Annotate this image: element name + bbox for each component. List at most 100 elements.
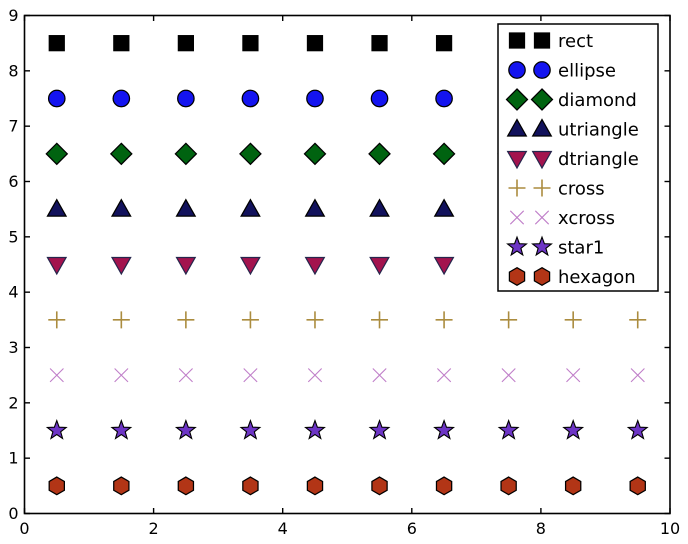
star1-marker bbox=[626, 418, 649, 440]
cross-marker bbox=[435, 311, 453, 329]
series-xcross bbox=[49, 368, 645, 383]
hexagon-marker bbox=[113, 476, 130, 496]
legend-entry-star1: star1 bbox=[506, 235, 604, 259]
legend-xcross-marker bbox=[534, 210, 550, 225]
utriangle-marker bbox=[240, 198, 261, 217]
legend-label: dtriangle bbox=[558, 149, 639, 170]
legend-rect-marker bbox=[533, 32, 551, 49]
rect-marker bbox=[113, 35, 130, 52]
legend-xcross-marker bbox=[509, 210, 525, 225]
cross-marker bbox=[241, 311, 259, 329]
utriangle-marker bbox=[110, 198, 132, 217]
y-tick-label: 7 bbox=[8, 117, 18, 136]
legend-hexagon-marker bbox=[533, 266, 551, 287]
legend-entry-rect: rect bbox=[508, 31, 593, 52]
rect-marker bbox=[371, 35, 388, 52]
legend-entry-diamond: diamond bbox=[505, 88, 637, 111]
legend-entry-xcross: xcross bbox=[509, 208, 615, 229]
xcross-marker bbox=[243, 368, 258, 383]
x-tick-label: 6 bbox=[407, 519, 417, 538]
x-tick-label: 4 bbox=[278, 519, 288, 538]
rect-marker bbox=[48, 35, 65, 52]
rect-marker bbox=[306, 35, 324, 52]
legend-label: cross bbox=[558, 179, 605, 200]
ellipse-marker bbox=[241, 89, 260, 108]
series-cross bbox=[48, 311, 647, 329]
legend-ellipse-marker bbox=[533, 61, 551, 79]
ellipse-marker bbox=[112, 89, 131, 108]
legend-label: utriangle bbox=[558, 120, 639, 141]
legend-label: xcross bbox=[558, 208, 615, 229]
star1-marker bbox=[110, 418, 133, 440]
diamond-marker bbox=[45, 142, 69, 166]
y-tick-label: 6 bbox=[8, 172, 18, 191]
dtriangle-marker bbox=[46, 256, 68, 276]
diamond-marker bbox=[174, 142, 198, 166]
xcross-marker bbox=[436, 368, 452, 383]
x-tick-label: 10 bbox=[660, 519, 680, 538]
y-tick-label: 4 bbox=[8, 283, 18, 302]
dtriangle-marker bbox=[110, 256, 132, 276]
diamond-marker bbox=[109, 142, 133, 166]
cross-marker bbox=[177, 311, 195, 329]
y-tick-label: 8 bbox=[8, 61, 18, 80]
cross-marker bbox=[48, 311, 66, 329]
star1-marker bbox=[562, 418, 585, 440]
legend-label: star1 bbox=[558, 238, 604, 259]
xcross-marker bbox=[49, 368, 64, 383]
legend-cross-marker bbox=[508, 179, 526, 197]
legend-diamond-marker bbox=[530, 88, 554, 111]
star1-marker bbox=[304, 418, 326, 440]
y-tick-label: 3 bbox=[8, 338, 18, 357]
hexagon-marker bbox=[500, 476, 517, 496]
xcross-marker bbox=[372, 368, 387, 383]
legend-entry-utriangle: utriangle bbox=[506, 118, 639, 141]
legend-entry-hexagon: hexagon bbox=[508, 266, 636, 288]
xcross-marker bbox=[566, 368, 581, 383]
legend-star1-marker bbox=[506, 235, 528, 257]
hexagon-marker bbox=[177, 476, 195, 496]
legend-dtriangle-marker bbox=[531, 150, 553, 170]
legend-utriangle-marker bbox=[531, 118, 553, 137]
utriangle-marker bbox=[433, 198, 455, 217]
cross-marker bbox=[371, 311, 389, 329]
dtriangle-marker bbox=[433, 256, 455, 276]
legend-rect-marker bbox=[508, 32, 526, 49]
legend-hexagon-marker bbox=[508, 266, 526, 287]
star1-marker bbox=[45, 418, 68, 440]
y-tick-label: 0 bbox=[8, 504, 18, 523]
y-tick-label: 2 bbox=[8, 393, 18, 412]
hexagon-marker bbox=[564, 476, 582, 496]
x-tick-label: 8 bbox=[536, 519, 546, 538]
legend-entry-cross: cross bbox=[508, 179, 605, 200]
legend-ellipse-marker bbox=[508, 61, 526, 79]
star1-marker bbox=[433, 418, 456, 440]
hexagon-marker bbox=[306, 476, 324, 496]
dtriangle-marker bbox=[240, 256, 261, 276]
cross-marker bbox=[500, 311, 518, 329]
cross-marker bbox=[306, 311, 324, 329]
xcross-marker bbox=[630, 368, 645, 383]
legend-cross-marker bbox=[533, 179, 551, 197]
utriangle-marker bbox=[304, 198, 326, 217]
hexagon-marker bbox=[48, 476, 65, 496]
cross-marker bbox=[564, 311, 582, 329]
legend-star1-marker bbox=[531, 235, 553, 257]
legend-label: diamond bbox=[558, 90, 637, 111]
xcross-marker bbox=[501, 368, 516, 383]
ellipse-marker bbox=[47, 89, 66, 108]
cross-marker bbox=[112, 311, 130, 329]
star1-marker bbox=[174, 418, 197, 440]
diamond-marker bbox=[368, 142, 391, 166]
ellipse-marker bbox=[435, 89, 453, 108]
legend-label: ellipse bbox=[558, 61, 616, 82]
xcross-marker bbox=[114, 368, 129, 383]
legend-utriangle-marker bbox=[506, 118, 528, 137]
xcross-marker bbox=[307, 368, 323, 383]
utriangle-marker bbox=[46, 198, 68, 217]
legend-entry-ellipse: ellipse bbox=[508, 61, 616, 82]
hexagon-marker bbox=[435, 476, 453, 496]
